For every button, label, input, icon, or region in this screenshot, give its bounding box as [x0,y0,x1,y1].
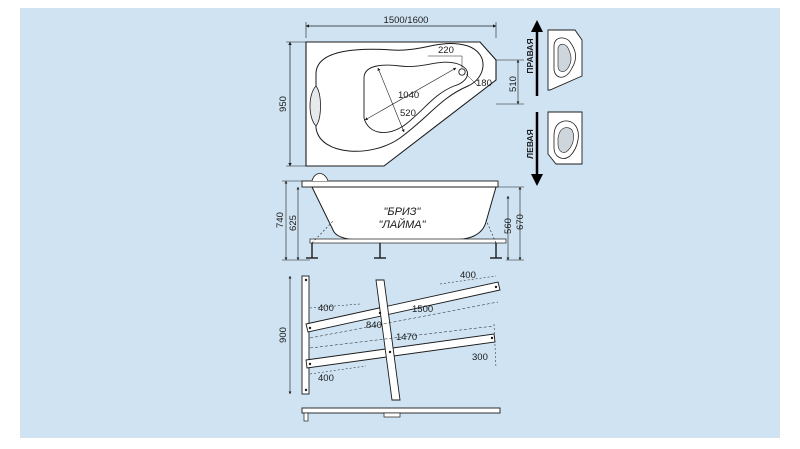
right-height-1-label: 560 [503,218,514,234]
width-dim-label: 1500/1600 [384,15,429,26]
inner-width-label: 520 [400,108,416,119]
side-view: "БРИЗ" "ЛАЙМА" 740 625 560 670 [275,173,526,261]
bathtub-technical-drawing: 1500/1600 950 1040 520 220 180 510 [275,15,583,422]
narrow-end-label: 510 [508,76,519,92]
model-name-1: "БРИЗ" [384,206,422,218]
frame-view: 900 400 400 1500 840 1470 300 400 [278,270,501,422]
right-variant-tub-icon [547,29,583,91]
frame-cross-beam [375,279,401,401]
frame-lower-beam [305,333,496,369]
top-view: 1500/1600 950 1040 520 220 180 510 [278,15,524,167]
top-left-dim-label: 400 [318,303,334,314]
rim-height-label: 625 [288,215,299,231]
side-rim [301,180,499,188]
frame-left-post [301,275,310,395]
drain-dim-label: 220 [438,45,454,56]
height-dim-label: 950 [278,96,289,112]
inner-length-label: 1040 [398,90,419,101]
orientation-variants: ПРАВАЯ ЛЕВАЯ [525,20,583,186]
inner-width-line [377,67,405,133]
left-variant-tub-icon [547,111,583,165]
right-height-2-label: 670 [515,214,526,230]
lower-beam-dim-label: 1470 [396,332,417,343]
right-offset-dim-label: 300 [472,352,488,363]
frame-upper-beam [305,281,501,333]
diagram-canvas: 1500/1600 950 1040 520 220 180 510 [20,8,780,438]
frame-height-label: 900 [278,327,289,343]
long-beam-dim-label: 1500 [412,304,433,315]
drain-offset-label: 180 [476,78,492,89]
bottom-left-dim-label: 400 [318,373,334,384]
cross-dim-label: 840 [366,320,382,331]
total-height-label: 740 [275,212,286,228]
left-variant-label: ЛЕВАЯ [525,129,535,159]
frame-bottom-rail [301,407,501,414]
model-name-2: "ЛАЙМА" [378,218,426,231]
drain-icon [458,68,466,76]
right-variant-label: ПРАВАЯ [525,38,535,73]
headrest-icon [309,85,321,127]
top-right-dim-label: 400 [460,270,476,281]
